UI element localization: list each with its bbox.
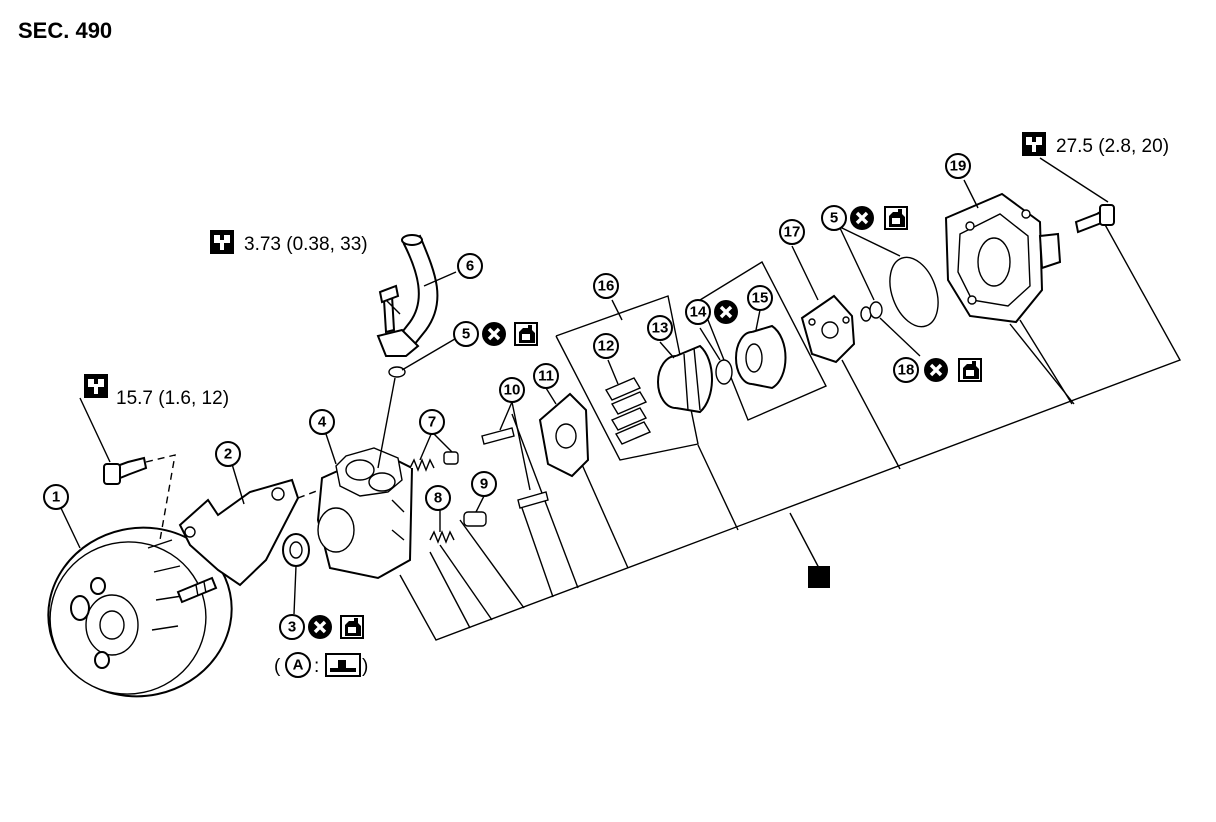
svg-text:5: 5: [462, 326, 470, 343]
flow-control-valve: [463, 511, 487, 527]
callout-1: 1: [43, 484, 69, 510]
svg-text:15.7 (1.6, 12): 15.7 (1.6, 12): [116, 388, 229, 409]
callout-6: 6: [457, 253, 483, 279]
reference-a-marker: A: [285, 652, 311, 678]
callout-16: 16: [593, 273, 619, 299]
svg-text:17: 17: [784, 224, 801, 241]
svg-text:1: 1: [52, 489, 60, 506]
torque-wrench-icon: [1022, 132, 1046, 156]
callout-2: 2: [215, 441, 241, 467]
svg-text:13: 13: [652, 320, 669, 337]
svg-text:2: 2: [224, 446, 232, 463]
callout-5-rear: 5: [821, 205, 847, 231]
vanes: [604, 377, 652, 445]
callout-8: 8: [425, 485, 451, 511]
svg-text:5: 5: [830, 210, 838, 227]
callout-12: 12: [593, 333, 619, 359]
svg-text:15: 15: [752, 290, 769, 307]
do-not-reuse-icon: [712, 298, 740, 326]
rear-side-plate: [800, 294, 856, 364]
rear-housing: [944, 192, 1075, 405]
front-housing: [316, 447, 414, 580]
callout-14: 14: [685, 299, 711, 325]
bracket: [178, 478, 331, 587]
svg-text:A: A: [293, 657, 304, 674]
svg-text:27.5 (2.8, 20): 27.5 (2.8, 20): [1056, 136, 1169, 157]
assembly-unit-icon: [808, 566, 830, 588]
svg-text:(: (: [274, 656, 281, 677]
do-not-reuse-icon: [922, 356, 950, 384]
callout-13: 13: [647, 315, 673, 341]
apply-fluid-icon: [340, 615, 364, 639]
torque-wrench-icon: [84, 374, 108, 398]
callout-leaders: [59, 179, 979, 615]
assembly-leader-lines: [399, 211, 1182, 641]
callout-7: 7: [419, 409, 445, 435]
callout-10: 10: [499, 377, 525, 403]
torque-label-tube-bolt: 3.73 (0.38, 33): [210, 230, 368, 255]
svg-text:10: 10: [504, 382, 521, 399]
svg-text:11: 11: [538, 368, 554, 385]
pulley: [47, 526, 233, 698]
callout-3: 3: [279, 614, 305, 640]
callout-4: 4: [309, 409, 335, 435]
torque-wrench-icon: [210, 230, 234, 254]
svg-text:): ): [362, 656, 368, 677]
callout-5-front: 5: [453, 321, 479, 347]
flow-control-spring: [409, 451, 459, 472]
svg-text:18: 18: [898, 362, 915, 379]
svg-text:6: 6: [466, 258, 474, 275]
section-title: SEC. 490: [18, 18, 113, 43]
do-not-reuse-icon: [480, 320, 508, 348]
relief-spring: [429, 530, 455, 544]
rear-housing-bolt: [1039, 157, 1115, 234]
svg-text:16: 16: [598, 278, 615, 295]
svg-text:14: 14: [690, 304, 707, 321]
pins: [481, 427, 549, 509]
rotor: [657, 344, 713, 414]
do-not-reuse-icon: [848, 204, 876, 232]
rotor-vane-kit-frame: [555, 295, 699, 461]
callout-11: 11: [533, 363, 559, 389]
note-a: ( A : ): [274, 652, 368, 678]
apply-fluid-icon: [514, 322, 538, 346]
pump-mounting-bolt: [103, 454, 176, 541]
svg-text:7: 7: [428, 414, 436, 431]
callout-19: 19: [945, 153, 971, 179]
apply-fluid-icon: [958, 358, 982, 382]
apply-fluid-icon: [884, 206, 908, 230]
svg-text:9: 9: [480, 476, 488, 493]
svg-text:8: 8: [434, 490, 442, 507]
svg-text:3.73 (0.38, 33): 3.73 (0.38, 33): [244, 234, 368, 255]
do-not-reuse-icon: [306, 613, 334, 641]
torque-label-pulley-bolt: 15.7 (1.6, 12): [84, 374, 229, 409]
o-ring-small: [715, 359, 733, 385]
svg-text:3: 3: [288, 619, 296, 636]
press-fit-tool-icon: [325, 653, 361, 677]
svg-text:12: 12: [598, 338, 615, 355]
suction-tube: [376, 234, 439, 469]
oil-seal: [282, 533, 310, 567]
svg-text::: :: [314, 656, 319, 677]
callout-17: 17: [779, 219, 805, 245]
svg-text:19: 19: [950, 158, 967, 175]
torque-label-rear-bolt: 27.5 (2.8, 20): [1022, 132, 1169, 157]
cam-ring-frame: [699, 261, 827, 421]
side-plate: [538, 392, 590, 478]
callout-15: 15: [747, 285, 773, 311]
svg-text:4: 4: [318, 414, 327, 431]
callout-9: 9: [471, 471, 497, 497]
callout-18: 18: [893, 357, 919, 383]
o-ring-rear: [839, 227, 939, 357]
cam-ring: [735, 324, 787, 390]
